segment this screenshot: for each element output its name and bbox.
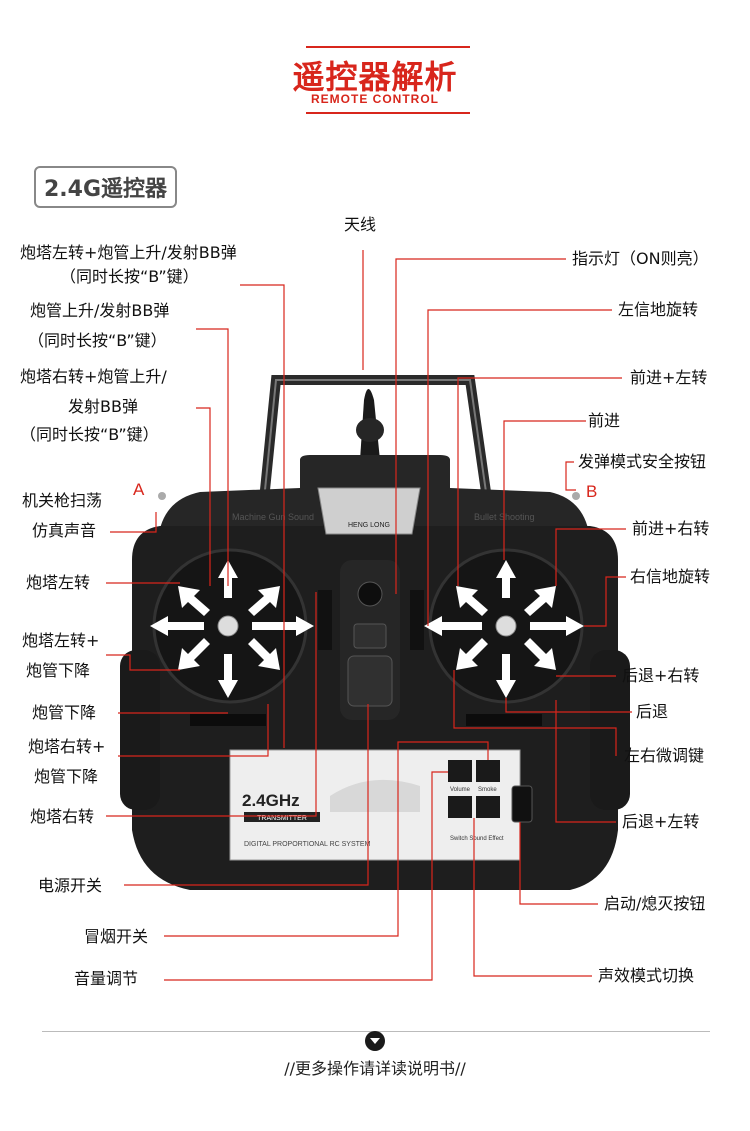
label-turret-right: 炮塔右转 (30, 806, 94, 828)
label-trim-keys: 左右微调键 (624, 745, 704, 767)
indicator-light (358, 582, 382, 606)
left-horizontal-trim (190, 714, 266, 726)
switch-button-a (448, 796, 472, 818)
label-right-spin: 右信地旋转 (630, 566, 710, 588)
label-turret-left-plus: 炮塔左转+ (22, 630, 99, 652)
panel-brand: 2.4GHz (242, 791, 300, 810)
label-safety-button: 发弹模式安全按钮 (578, 451, 706, 473)
smoke-label: Smoke (478, 787, 497, 793)
switch-button-b (476, 796, 500, 818)
label-machine-gun: 机关枪扫荡 (22, 490, 102, 512)
chevron-down-icon (365, 1031, 385, 1051)
label-turret-right-plus: 炮塔右转+ (28, 736, 105, 758)
label-barrel-down-2: 炮管下降 (34, 766, 98, 788)
label-sound-mode: 声效模式切换 (598, 965, 694, 987)
panel-system: DIGITAL PROPORTIONAL RC SYSTEM (244, 841, 371, 848)
button-a-marker (158, 492, 166, 500)
label-smoke-switch: 冒烟开关 (84, 926, 148, 948)
label-barrel-down: 炮管下降 (32, 702, 96, 724)
footer-note: //更多操作请详读说明书// (0, 1055, 750, 1079)
label-volume: 音量调节 (74, 968, 138, 990)
label-fire-bb: 发射BB弹 (68, 396, 138, 418)
tag-a: A (133, 480, 144, 500)
power-switch (348, 656, 392, 706)
label-forward: 前进 (588, 410, 620, 432)
label-start-stop: 启动/熄灭按钮 (604, 893, 705, 915)
label-hold-b-2: （同时长按“B”键） (28, 330, 167, 352)
label-barrel-up-fire: 炮管上升/发射BB弹 (30, 300, 169, 322)
label-indicator: 指示灯（ON则亮） (572, 248, 709, 270)
right-horizontal-trim (466, 714, 542, 726)
label-back: 后退 (636, 701, 668, 723)
volume-label: Volume (450, 787, 471, 793)
label-back-right: 后退+右转 (622, 665, 699, 687)
label-power-switch: 电源开关 (38, 875, 102, 897)
label-back-left: 后退+左转 (622, 811, 699, 833)
label-turret-left-barrel-up-fire: 炮塔左转+炮管上升/发射BB弹 (20, 242, 237, 264)
label-turret-right-barrel-up: 炮塔右转+炮管上升/ (20, 366, 167, 388)
switch-label: Switch Sound Effect (450, 836, 504, 842)
label-forward-left: 前进+左转 (630, 367, 707, 389)
start-button (512, 786, 532, 822)
logo-text: HENG LONG (348, 522, 390, 529)
right-trim-slot (410, 590, 424, 650)
label-hold-b-3: （同时长按“B”键） (20, 424, 159, 446)
label-forward-right: 前进+右转 (632, 518, 709, 540)
antenna-base (356, 418, 384, 442)
label-antenna: 天线 (344, 214, 376, 236)
volume-button (448, 760, 472, 782)
right-stick-knob (496, 616, 516, 636)
label-turret-left: 炮塔左转 (26, 572, 90, 594)
smoke-button (476, 760, 500, 782)
label-left-spin: 左信地旋转 (618, 299, 698, 321)
left-stick-knob (218, 616, 238, 636)
left-trim-slot (318, 590, 332, 650)
smoke-switch-slot (354, 624, 386, 648)
tag-b: B (586, 482, 597, 502)
label-hold-b-1: （同时长按“B”键） (60, 266, 199, 288)
label-sim-sound: 仿真声音 (32, 520, 96, 542)
left-shoulder-text: Machine Gun Sound (232, 512, 314, 522)
left-grip (120, 650, 160, 810)
label-barrel-down-1: 炮管下降 (26, 660, 90, 682)
button-b-marker (572, 492, 580, 500)
